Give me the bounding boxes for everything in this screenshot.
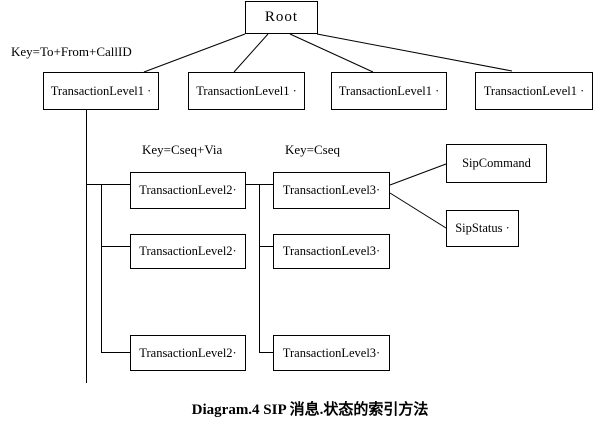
diagram-caption: Diagram.4 SIP 消息.状态的索引方法	[191, 402, 429, 418]
node-sip-command: SipCommand	[446, 144, 547, 183]
node-transaction-level3-3: TransactionLevel3·	[273, 335, 390, 371]
label-key-level3: Key=Cseq	[285, 142, 340, 157]
node-root: Root	[245, 1, 318, 34]
connector-line	[233, 33, 269, 73]
connector-line	[289, 33, 374, 73]
label-key-level1: Key=To+From+CallID	[11, 44, 132, 59]
node-transaction-level1-2: TransactionLevel1 ·	[188, 72, 305, 110]
node-transaction-level1-1: TransactionLevel1 ·	[43, 72, 159, 110]
node-transaction-level2-2: TransactionLevel2·	[130, 234, 246, 269]
connector-line	[389, 163, 447, 186]
node-transaction-level3-2: TransactionLevel3·	[273, 234, 390, 269]
node-sip-status: SipStatus ·	[446, 210, 519, 247]
node-transaction-level2-3: TransactionLevel2·	[130, 335, 246, 371]
label-key-level2: Key=Cseq+Via	[142, 142, 223, 157]
connector-line	[389, 192, 447, 229]
node-transaction-level3-1: TransactionLevel3·	[273, 172, 390, 209]
node-transaction-level2-1: TransactionLevel2·	[130, 172, 246, 209]
node-transaction-level1-3: TransactionLevel1 ·	[331, 72, 447, 110]
connector-line	[316, 33, 513, 72]
node-transaction-level1-4: TransactionLevel1 ·	[475, 72, 593, 110]
connector-line	[143, 33, 246, 73]
